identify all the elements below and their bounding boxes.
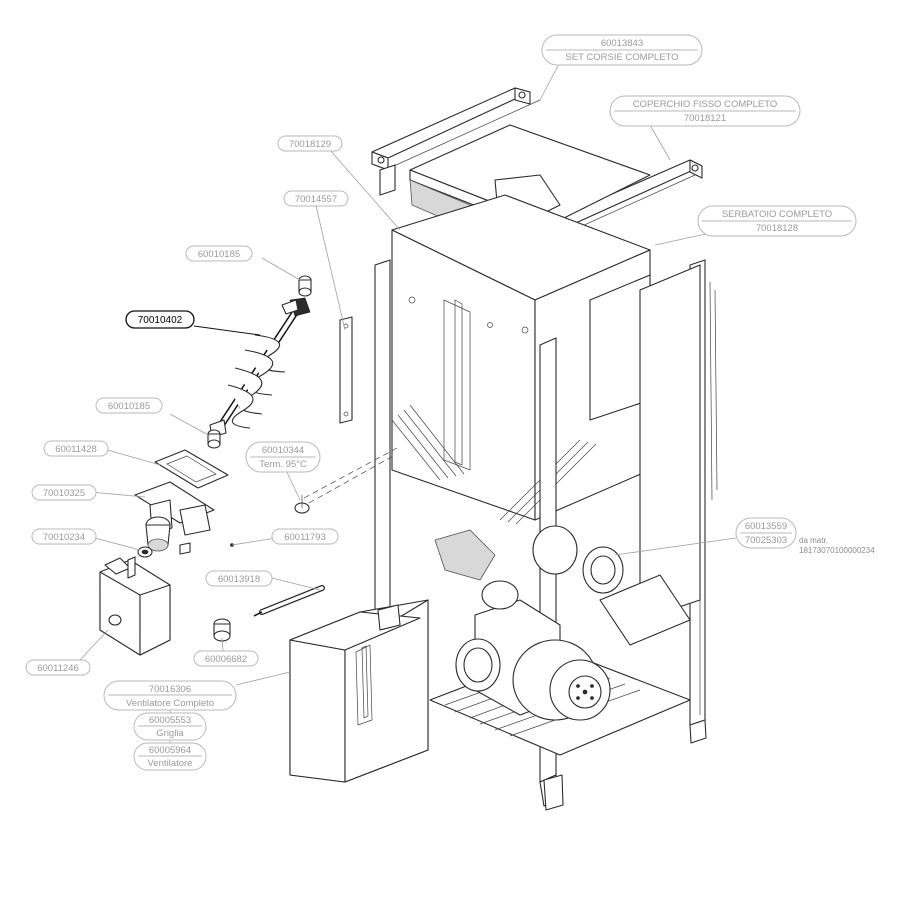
callout-70014557: 70014557	[283, 190, 349, 207]
callout-60010185-top: 60010185	[185, 245, 253, 262]
callout-text-line1: 60013918	[218, 574, 260, 585]
matr-label: da matr.	[799, 536, 828, 545]
callout-text-line1: 70014557	[295, 194, 337, 205]
callout-text-line2: Ventilatore	[148, 758, 193, 769]
frame-uprights	[374, 259, 718, 811]
callout-text-line1: 60011246	[37, 663, 79, 674]
sleeve	[213, 618, 231, 642]
callout-70018121: COPERCHIO FISSO COMPLETO 70018121	[609, 95, 801, 127]
callout-text-line1: 70010234	[43, 532, 85, 543]
bushing-top	[298, 275, 312, 297]
callout-text-line1: 60010185	[198, 249, 240, 260]
callout-text-line1: 70010325	[43, 488, 85, 499]
matr-number: 18173070100000234	[799, 546, 875, 555]
callout-60005553: 60005553 Griglia	[133, 712, 207, 741]
flange-plate	[134, 481, 215, 552]
stove-body	[299, 87, 718, 811]
callout-70010234: 70010234	[31, 528, 97, 545]
bushing-bottom	[207, 429, 221, 449]
callout-60011428: 60011428	[43, 440, 109, 457]
callout-text-line1: 60011793	[284, 532, 326, 543]
callout-60011246: 60011246	[25, 659, 91, 676]
serial-note: da matr. 18173070100000234	[799, 536, 875, 555]
callout-text-line1: 60005964	[149, 745, 191, 756]
callout-60010344: 60010344 Term. 95°C	[245, 441, 321, 473]
hopper-tank	[391, 194, 651, 525]
callout-text-line2: Ventilatore Completo	[126, 698, 214, 709]
callout-text-line1: 60006682	[205, 654, 247, 665]
callout-60013559: 60013559 70025303	[735, 517, 797, 549]
sensor-bracket	[339, 316, 353, 424]
callout-text-line2: Term. 95°C	[259, 459, 307, 470]
thermostat-sensor	[294, 495, 310, 514]
callout-60013918: 60013918	[205, 570, 273, 587]
callout-text-line2: 70025303	[745, 535, 787, 546]
callout-70018129: 70018129	[277, 135, 343, 152]
callout-text-line1: 60005553	[149, 715, 191, 726]
callout-text-line1: 60010185	[108, 401, 150, 412]
callout-text-line1: 70010402	[138, 315, 183, 326]
feed-auger	[209, 297, 311, 438]
callout-60013843: 60013843 SET CORSIE COMPLETO	[541, 34, 703, 66]
callout-60011793: 60011793	[271, 528, 339, 545]
callout-text-line1: 60013843	[601, 38, 643, 49]
gasket	[154, 449, 229, 489]
gear-motor	[99, 556, 171, 656]
callout-70018128: SERBATOIO COMPLETO 70018128	[697, 205, 857, 237]
callout-text-line1: 60013559	[745, 521, 787, 532]
callout-60010185-bottom: 60010185	[95, 397, 163, 414]
callout-text-line1: SERBATOIO COMPLETO	[722, 209, 832, 220]
callout-text-line2: 70018128	[756, 223, 798, 234]
callout-text-line1: 60010344	[262, 445, 304, 456]
callout-60005964: 60005964 Ventilatore	[133, 742, 207, 771]
screw	[179, 542, 191, 555]
fan-housing-box	[289, 599, 429, 783]
callout-text-line1: 70016306	[149, 684, 191, 695]
combustion-motor	[434, 525, 691, 721]
callout-text-line1: 70018129	[289, 139, 331, 150]
callout-70016306: 70016306 Ventilatore Completo	[103, 680, 237, 711]
callout-70010402-highlighted: 70010402	[125, 310, 195, 329]
callout-text-line1: 60011428	[55, 444, 97, 455]
igniter-rod	[253, 585, 325, 617]
callout-text-line2: Griglia	[156, 728, 184, 739]
leader-lines	[79, 61, 737, 744]
small-seal	[137, 546, 153, 558]
callout-text-line2: SET CORSIE COMPLETO	[565, 52, 678, 63]
callout-60006682: 60006682	[193, 650, 259, 667]
callout-text-line2: 70018121	[684, 113, 726, 124]
callout-text-line1: COPERCHIO FISSO COMPLETO	[633, 99, 777, 110]
callout-70010325: 70010325	[31, 484, 97, 501]
